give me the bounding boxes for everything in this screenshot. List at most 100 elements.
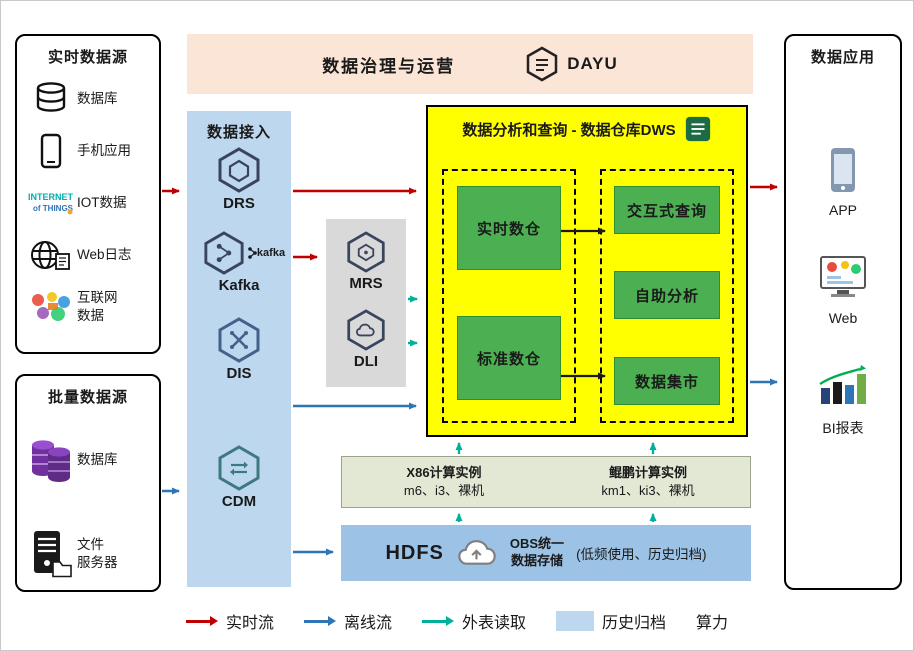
warehouse-group (442, 169, 576, 423)
phone-icon (25, 133, 77, 169)
source-label: 互联网 数据 (77, 290, 118, 323)
processing-service-mrs: MRS (326, 231, 406, 292)
kafka-logo: kafka (247, 245, 285, 261)
x86-models: m6、i3、裸机 (403, 483, 485, 498)
archive-swatch-icon (556, 611, 594, 631)
dws-title: 数据分析和查询 - 数据仓库DWS (462, 121, 676, 139)
source-item-weblog: Web日志 (17, 229, 159, 281)
file-server-icon (25, 529, 77, 579)
data-ingestion-panel: 数据接入 DRS (187, 111, 291, 587)
interactive-query-box: 交互式查询 (614, 186, 720, 234)
database-icon (25, 81, 77, 117)
batch-sources-title: 批量数据源 (47, 389, 128, 406)
legend-label: 算力 (696, 615, 729, 632)
source-label: 数据库 (77, 91, 118, 107)
ingestion-service-dis: DIS (187, 317, 291, 382)
dws-notepad-icon (685, 116, 710, 142)
teal-arrow-icon (421, 616, 454, 626)
kafka-hexagon-icon (204, 231, 244, 275)
service-label: Kafka (218, 277, 260, 294)
source-item-mobile-app: 手机应用 (17, 125, 159, 177)
svg-text:of THINGS: of THINGS (33, 204, 74, 213)
service-label: MRS (349, 275, 383, 292)
red-arrow-icon (185, 616, 218, 626)
governance-banner: 数据治理与运营 DAYU (187, 34, 753, 94)
realtime-sources-list: 数据库 手机应用 INTERNET of THINGS (17, 73, 159, 333)
app-label: Web (828, 310, 858, 326)
legend-label: 离线流 (343, 615, 392, 632)
obs-label: OBS统一 数据存储 (509, 536, 565, 568)
service-label: CDM (221, 493, 257, 510)
service-label: DIS (226, 365, 252, 382)
globe-document-icon (25, 238, 77, 272)
iot-icon: INTERNET of THINGS (25, 188, 77, 218)
realtime-sources-panel: 实时数据源 数据库 手机应 (15, 34, 161, 354)
legend-external-read: 外表读取 (421, 609, 526, 633)
source-item-file-server: 文件 服务器 (17, 507, 159, 601)
dli-hexagon-icon (347, 309, 385, 351)
internet-data-icon (25, 289, 77, 325)
kunpeng-compute: 鲲鹏计算实例 km1、ki3、裸机 (546, 457, 750, 507)
source-label: 手机应用 (77, 143, 131, 159)
app-item-bi-report: BI报表 (786, 364, 900, 438)
bi-chart-icon (819, 365, 866, 404)
legend-history-archive: 历史归档 (556, 609, 666, 633)
standard-warehouse-box: 标准数仓 (457, 316, 561, 400)
legend-realtime-flow: 实时流 (185, 609, 274, 633)
source-label: Web日志 (77, 247, 132, 263)
legend-label: 外表读取 (461, 615, 526, 632)
cdm-hexagon-icon (218, 445, 260, 491)
obs-cloud-icon (458, 540, 496, 565)
dayu-logo: DAYU (525, 46, 618, 82)
data-mart-box: 数据集市 (614, 357, 720, 405)
data-applications-title: 数据应用 (810, 49, 875, 66)
dws-title-row: 数据分析和查询 - 数据仓库DWS (428, 115, 746, 143)
kunpeng-title: 鲲鹏计算实例 (608, 465, 687, 481)
processing-panel: MRS DLI (326, 219, 406, 387)
kafka-logo-icon (248, 247, 257, 259)
batch-sources-list: 数据库 文件 服务器 (17, 413, 159, 601)
realtime-warehouse-box: 实时数仓 (457, 186, 561, 270)
governance-title: 数据治理与运营 (322, 56, 456, 76)
legend: 实时流 离线流 外表读取 历史归档 算力 (1, 609, 913, 633)
source-item-batch-database: 数据库 (17, 413, 159, 507)
data-applications-panel: 数据应用 APP Web (784, 34, 902, 590)
x86-title: X86计算实例 (406, 465, 482, 481)
app-label: BI报表 (822, 420, 864, 436)
source-label: IOT数据 (77, 195, 127, 211)
processing-service-dli: DLI (326, 309, 406, 370)
svg-text:INTERNET: INTERNET (28, 192, 74, 202)
storage-note: (低频使用、历史归档) (576, 547, 707, 562)
web-monitor-icon (820, 256, 866, 297)
app-label: APP (828, 202, 857, 218)
drs-hexagon-icon (218, 147, 260, 193)
data-ingestion-title: 数据接入 (206, 124, 271, 141)
mrs-hexagon-icon (347, 231, 385, 273)
kafka-wordmark: kafka (256, 247, 286, 259)
hdfs-label: HDFS (385, 541, 444, 564)
compute-instances-bar: X86计算实例 m6、i3、裸机 鲲鹏计算实例 km1、ki3、裸机 (341, 456, 751, 508)
legend-offline-flow: 离线流 (303, 609, 392, 633)
batch-sources-panel: 批量数据源 数据库 (15, 374, 161, 592)
source-item-database: 数据库 (17, 73, 159, 125)
query-service-group (600, 169, 734, 423)
kunpeng-models: km1、ki3、裸机 (601, 483, 695, 498)
dws-analysis-panel: 数据分析和查询 - 数据仓库DWS 实时数仓 标准数仓 交互式查询 自助分析 数… (426, 105, 748, 437)
ingestion-service-cdm: CDM (187, 445, 291, 510)
self-service-analysis-box: 自助分析 (614, 271, 720, 319)
service-label: DRS (223, 195, 255, 212)
legend-label: 实时流 (225, 615, 274, 632)
source-label: 数据库 (77, 452, 118, 468)
legend-label: 历史归档 (602, 615, 667, 632)
app-phone-icon (831, 148, 855, 192)
app-item-web: Web (786, 254, 900, 326)
ingestion-service-kafka: kafka Kafka (187, 231, 291, 294)
x86-compute: X86计算实例 m6、i3、裸机 (342, 457, 546, 507)
legend-compute-power: 算力 (696, 609, 728, 633)
source-item-iot: INTERNET of THINGS IOT数据 (17, 177, 159, 229)
app-item-mobile: APP (786, 146, 900, 218)
storage-bar: HDFS OBS统一 数据存储 (低频使用、历史归档) (341, 525, 751, 581)
source-label: 文件 服务器 (77, 537, 118, 570)
realtime-sources-title: 实时数据源 (47, 49, 128, 66)
